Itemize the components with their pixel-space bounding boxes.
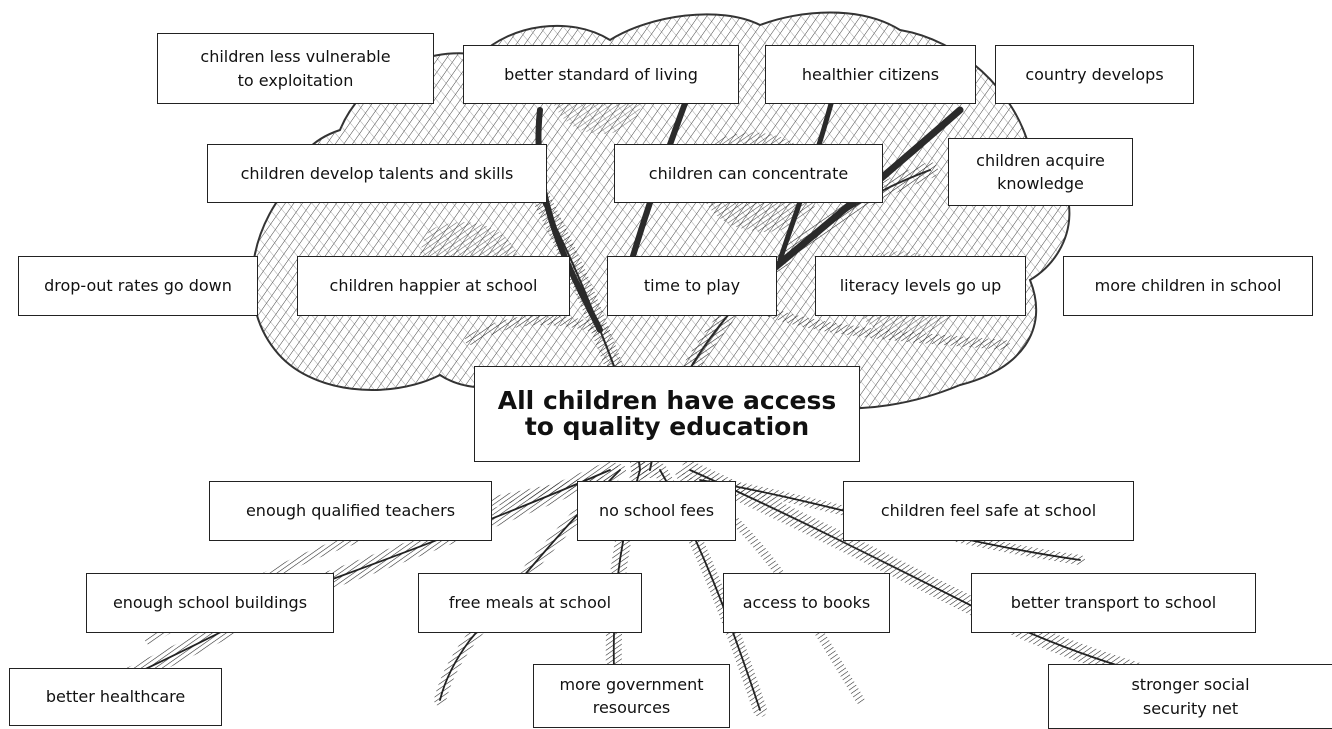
root-government-resources: more government resources <box>533 664 730 728</box>
root-access-to-books: access to books <box>723 573 890 633</box>
root-better-transport: better transport to school <box>971 573 1256 633</box>
root-no-school-fees: no school fees <box>577 481 736 541</box>
root-qualified-teachers: enough qualified teachers <box>209 481 492 541</box>
root-feel-safe: children feel safe at school <box>843 481 1134 541</box>
branch-children-less-vulnerable: children less vulnerable to exploitation <box>157 33 434 104</box>
branch-more-children: more children in school <box>1063 256 1313 316</box>
root-school-buildings: enough school buildings <box>86 573 334 633</box>
root-better-healthcare: better healthcare <box>9 668 222 726</box>
branch-children-happier: children happier at school <box>297 256 570 316</box>
root-free-meals: free meals at school <box>418 573 642 633</box>
branch-can-concentrate: children can concentrate <box>614 144 883 203</box>
branch-literacy-levels: literacy levels go up <box>815 256 1026 316</box>
branch-acquire-knowledge: children acquire knowledge <box>948 138 1133 206</box>
core-problem-box: All children have access to quality educ… <box>474 366 860 462</box>
root-social-security: stronger social security net <box>1048 664 1332 729</box>
branch-develop-talents: children develop talents and skills <box>207 144 547 203</box>
branch-time-to-play: time to play <box>607 256 777 316</box>
branch-better-standard-of-living: better standard of living <box>463 45 739 104</box>
branch-country-develops: country develops <box>995 45 1194 104</box>
branch-dropout-rates: drop-out rates go down <box>18 256 258 316</box>
branch-healthier-citizens: healthier citizens <box>765 45 976 104</box>
